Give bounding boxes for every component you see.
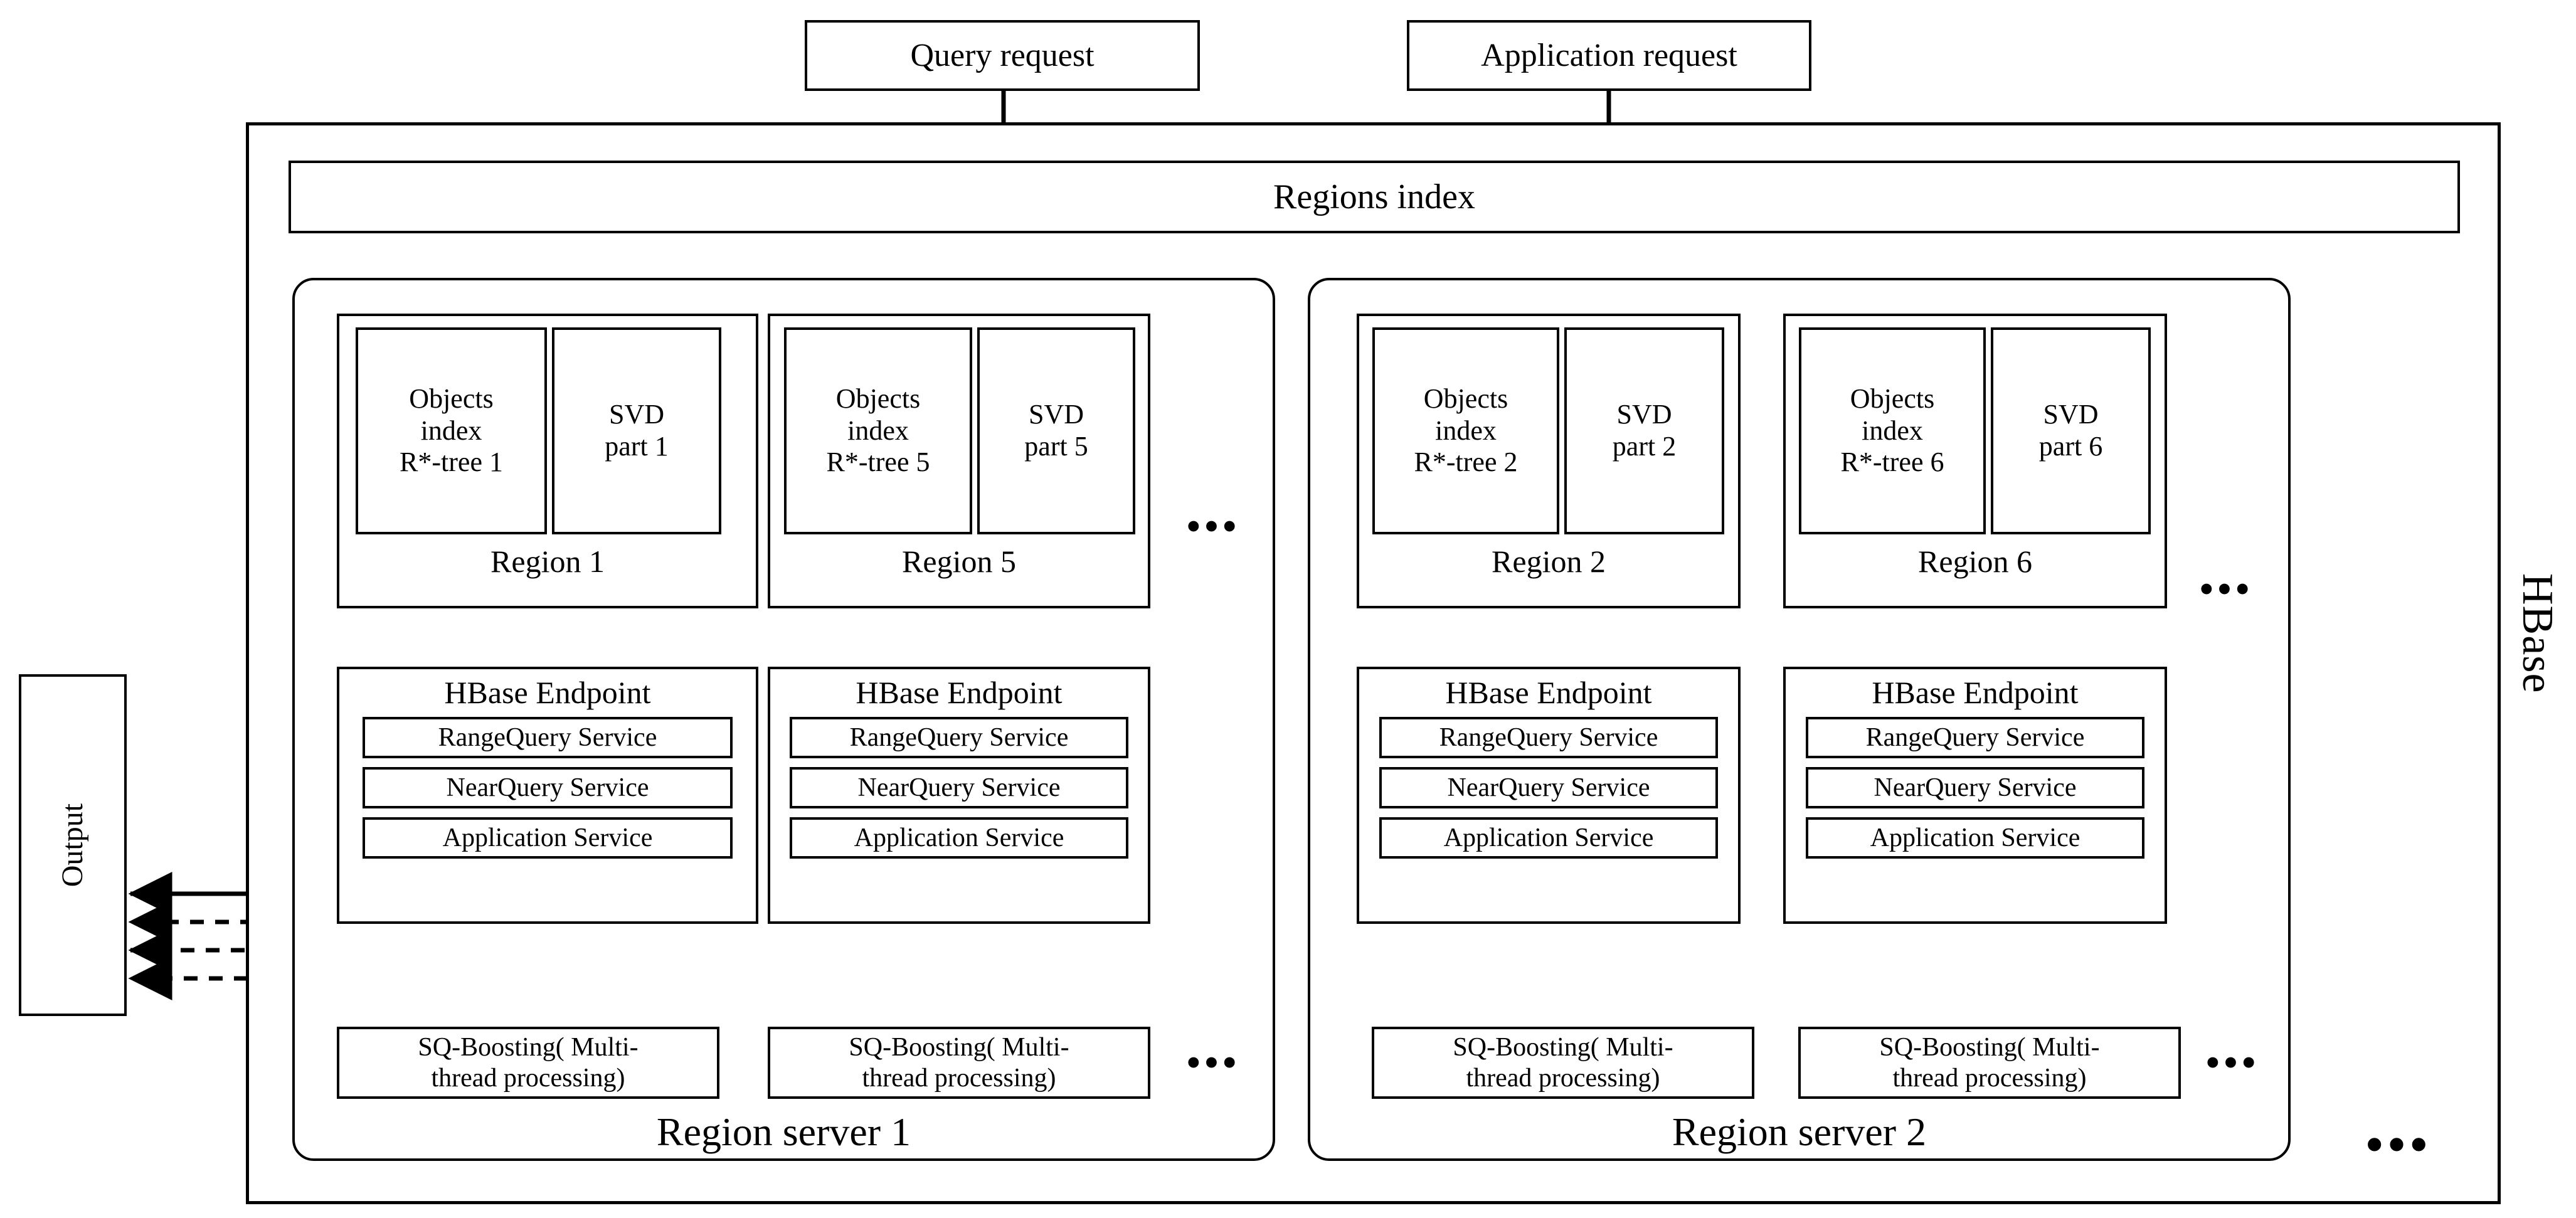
application-request-box[interactable]: Application request bbox=[1407, 20, 1811, 91]
application-service-button[interactable]: Application Service bbox=[790, 817, 1128, 859]
application-service-button[interactable]: Application Service bbox=[363, 817, 733, 859]
svd-line-2: part 2 bbox=[1612, 431, 1677, 462]
rangequery-service-label: RangeQuery Service bbox=[849, 723, 1069, 752]
objects-index-line-2: index bbox=[1862, 415, 1923, 446]
region-2-objects-index-box[interactable]: Objects index R*-tree 2 bbox=[1372, 327, 1559, 534]
endpoint-title: HBase Endpoint bbox=[1445, 675, 1652, 711]
nearquery-service-button[interactable]: NearQuery Service bbox=[1806, 767, 2144, 808]
sq-boosting-line-2: thread processing) bbox=[431, 1063, 625, 1093]
objects-index-line-1: Objects bbox=[409, 383, 494, 415]
objects-index-line-1: Objects bbox=[835, 383, 921, 415]
sq-boosting-ellipsis-server-1: ••• bbox=[1186, 1042, 1241, 1084]
region-5-svd-box[interactable]: SVD part 5 bbox=[977, 327, 1135, 534]
objects-index-line-2: index bbox=[847, 415, 909, 446]
application-service-button[interactable]: Application Service bbox=[1379, 817, 1718, 859]
nearquery-service-label: NearQuery Service bbox=[1874, 773, 2077, 802]
nearquery-service-label: NearQuery Service bbox=[1447, 773, 1650, 802]
region-2-sq-boosting-box[interactable]: SQ-Boosting( Multi- thread processing) bbox=[1372, 1027, 1754, 1099]
query-request-label: Query request bbox=[910, 37, 1095, 73]
region-1-endpoint-box[interactable]: HBase Endpoint RangeQuery Service NearQu… bbox=[337, 667, 758, 924]
application-service-button[interactable]: Application Service bbox=[1806, 817, 2144, 859]
region-ellipsis-server-1: ••• bbox=[1186, 506, 1241, 548]
svd-line-1: SVD bbox=[1028, 399, 1084, 430]
nearquery-service-label: NearQuery Service bbox=[857, 773, 1061, 802]
objects-index-line-3: R*-tree 5 bbox=[826, 447, 930, 478]
region-5-label: Region 5 bbox=[902, 544, 1016, 579]
objects-index-line-1: Objects bbox=[1850, 383, 1935, 415]
rangequery-service-button[interactable]: RangeQuery Service bbox=[363, 717, 733, 758]
objects-index-line-2: index bbox=[420, 415, 482, 446]
regions-index-label: Regions index bbox=[1273, 177, 1475, 216]
nearquery-service-button[interactable]: NearQuery Service bbox=[363, 767, 733, 808]
svd-line-1: SVD bbox=[1616, 399, 1672, 430]
region-6-objects-index-box[interactable]: Objects index R*-tree 6 bbox=[1799, 327, 1986, 534]
endpoint-title: HBase Endpoint bbox=[1872, 675, 2079, 711]
region-ellipsis-server-2: ••• bbox=[2199, 568, 2254, 611]
rangequery-service-button[interactable]: RangeQuery Service bbox=[790, 717, 1128, 758]
region-6-svd-box[interactable]: SVD part 6 bbox=[1991, 327, 2151, 534]
region-server-2-label: Region server 2 bbox=[1672, 1109, 1927, 1154]
objects-index-line-3: R*-tree 6 bbox=[1840, 447, 1944, 478]
application-service-label: Application Service bbox=[854, 823, 1064, 852]
svd-line-2: part 6 bbox=[2038, 431, 2103, 462]
application-service-label: Application Service bbox=[442, 823, 653, 852]
sq-boosting-line-1: SQ-Boosting( Multi- bbox=[1453, 1033, 1673, 1062]
region-5-sq-boosting-box[interactable]: SQ-Boosting( Multi- thread processing) bbox=[768, 1027, 1150, 1099]
region-1-svd-box[interactable]: SVD part 1 bbox=[552, 327, 721, 534]
sq-boosting-ellipsis-server-2: ••• bbox=[2205, 1042, 2261, 1084]
region-2-endpoint-box[interactable]: HBase Endpoint RangeQuery Service NearQu… bbox=[1357, 667, 1741, 924]
endpoint-title: HBase Endpoint bbox=[856, 675, 1063, 711]
region-server-1-label: Region server 1 bbox=[656, 1109, 911, 1154]
region-1-label: Region 1 bbox=[490, 544, 605, 579]
region-server-ellipsis: ••• bbox=[2366, 1117, 2432, 1172]
region-5-endpoint-box[interactable]: HBase Endpoint RangeQuery Service NearQu… bbox=[768, 667, 1150, 924]
region-2-label: Region 2 bbox=[1492, 544, 1606, 579]
application-service-label: Application Service bbox=[1443, 823, 1654, 852]
query-request-box[interactable]: Query request bbox=[805, 20, 1200, 91]
rangequery-service-label: RangeQuery Service bbox=[1865, 723, 2085, 752]
svd-line-1: SVD bbox=[2043, 399, 2099, 430]
region-6-endpoint-box[interactable]: HBase Endpoint RangeQuery Service NearQu… bbox=[1783, 667, 2167, 924]
nearquery-service-button[interactable]: NearQuery Service bbox=[790, 767, 1128, 808]
rangequery-service-label: RangeQuery Service bbox=[1439, 723, 1658, 752]
region-2-svd-box[interactable]: SVD part 2 bbox=[1564, 327, 1724, 534]
endpoint-title: HBase Endpoint bbox=[444, 675, 651, 711]
rangequery-service-button[interactable]: RangeQuery Service bbox=[1806, 717, 2144, 758]
svd-line-1: SVD bbox=[608, 399, 665, 430]
sq-boosting-line-1: SQ-Boosting( Multi- bbox=[418, 1033, 639, 1062]
objects-index-line-3: R*-tree 2 bbox=[1414, 447, 1518, 478]
nearquery-service-label: NearQuery Service bbox=[446, 773, 649, 802]
svd-line-2: part 1 bbox=[605, 431, 669, 462]
nearquery-service-button[interactable]: NearQuery Service bbox=[1379, 767, 1718, 808]
svd-line-2: part 5 bbox=[1024, 431, 1088, 462]
sq-boosting-line-2: thread processing) bbox=[862, 1063, 1056, 1093]
region-6-label: Region 6 bbox=[1918, 544, 2032, 579]
region-1-objects-index-box[interactable]: Objects index R*-tree 1 bbox=[356, 327, 547, 534]
rangequery-service-label: RangeQuery Service bbox=[438, 723, 657, 752]
sq-boosting-line-2: thread processing) bbox=[1892, 1063, 2087, 1093]
output-label: Output bbox=[56, 803, 90, 887]
rangequery-service-button[interactable]: RangeQuery Service bbox=[1379, 717, 1718, 758]
application-service-label: Application Service bbox=[1870, 823, 2080, 852]
hbase-system-label: HBase bbox=[2513, 573, 2562, 694]
objects-index-line-3: R*-tree 1 bbox=[400, 447, 503, 478]
regions-index-bar[interactable]: Regions index bbox=[289, 161, 2460, 233]
objects-index-line-1: Objects bbox=[1423, 383, 1508, 415]
sq-boosting-line-1: SQ-Boosting( Multi- bbox=[1879, 1033, 2100, 1062]
application-request-label: Application request bbox=[1481, 37, 1737, 73]
sq-boosting-line-1: SQ-Boosting( Multi- bbox=[849, 1033, 1069, 1062]
sq-boosting-line-2: thread processing) bbox=[1466, 1063, 1660, 1093]
objects-index-line-2: index bbox=[1435, 415, 1497, 446]
region-1-sq-boosting-box[interactable]: SQ-Boosting( Multi- thread processing) bbox=[337, 1027, 719, 1099]
region-5-objects-index-box[interactable]: Objects index R*-tree 5 bbox=[784, 327, 972, 534]
region-6-sq-boosting-box[interactable]: SQ-Boosting( Multi- thread processing) bbox=[1798, 1027, 2181, 1099]
output-box[interactable]: Output bbox=[19, 674, 127, 1016]
